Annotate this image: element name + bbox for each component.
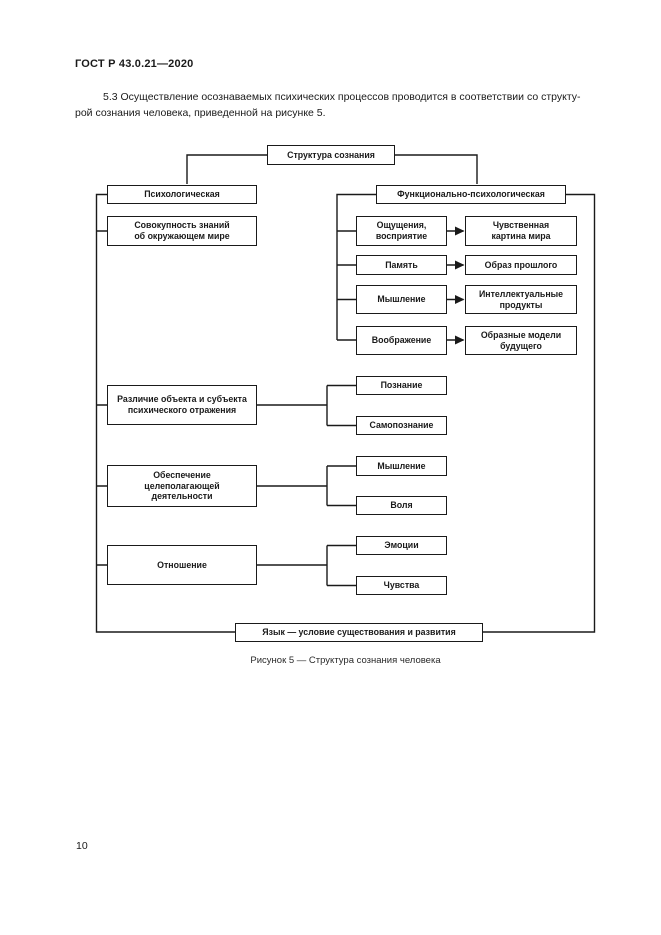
- node-will: Воля: [356, 496, 447, 515]
- node-cognition: Познание: [356, 376, 447, 395]
- node-object-subject-distinction: Различие объекта и субъекта психического…: [107, 385, 257, 425]
- node-imagination: Воображение: [356, 326, 447, 355]
- figure-5-diagram: Структура сознания Психологическая Функц…: [95, 145, 596, 642]
- node-thinking-functional: Мышление: [356, 285, 447, 314]
- node-future-image-models: Образные модели будущего: [465, 326, 577, 355]
- node-past-image: Образ прошлого: [465, 255, 577, 275]
- node-goal-setting-support: Обеспечение целеполагающей деятельности: [107, 465, 257, 507]
- node-attitude: Отношение: [107, 545, 257, 585]
- node-structure-of-consciousness: Структура сознания: [267, 145, 395, 165]
- node-feelings: Чувства: [356, 576, 447, 595]
- node-psychological: Психологическая: [107, 185, 257, 204]
- node-memory: Память: [356, 255, 447, 275]
- node-self-cognition: Самопознание: [356, 416, 447, 435]
- node-sensory-world-picture: Чувственная картина мира: [465, 216, 577, 246]
- paragraph-5-3: 5.3 Осуществление осознаваемых психическ…: [75, 91, 581, 119]
- node-functional-psychological: Функционально-психологическая: [376, 185, 566, 204]
- node-intellectual-products: Интеллектуальные продукты: [465, 285, 577, 314]
- figure-caption: Рисунок 5 — Структура сознания человека: [250, 655, 441, 666]
- document-header: ГОСТ Р 43.0.21—2020: [75, 58, 194, 70]
- node-knowledge-totality: Совокупность знаний об окружающем мире: [107, 216, 257, 246]
- node-sensations-perception: Ощущения, восприятие: [356, 216, 447, 246]
- node-emotions: Эмоции: [356, 536, 447, 555]
- node-language-condition: Язык — условие существования и развития: [235, 623, 483, 642]
- node-thinking-goal: Мышление: [356, 456, 447, 476]
- page-number: 10: [76, 840, 88, 852]
